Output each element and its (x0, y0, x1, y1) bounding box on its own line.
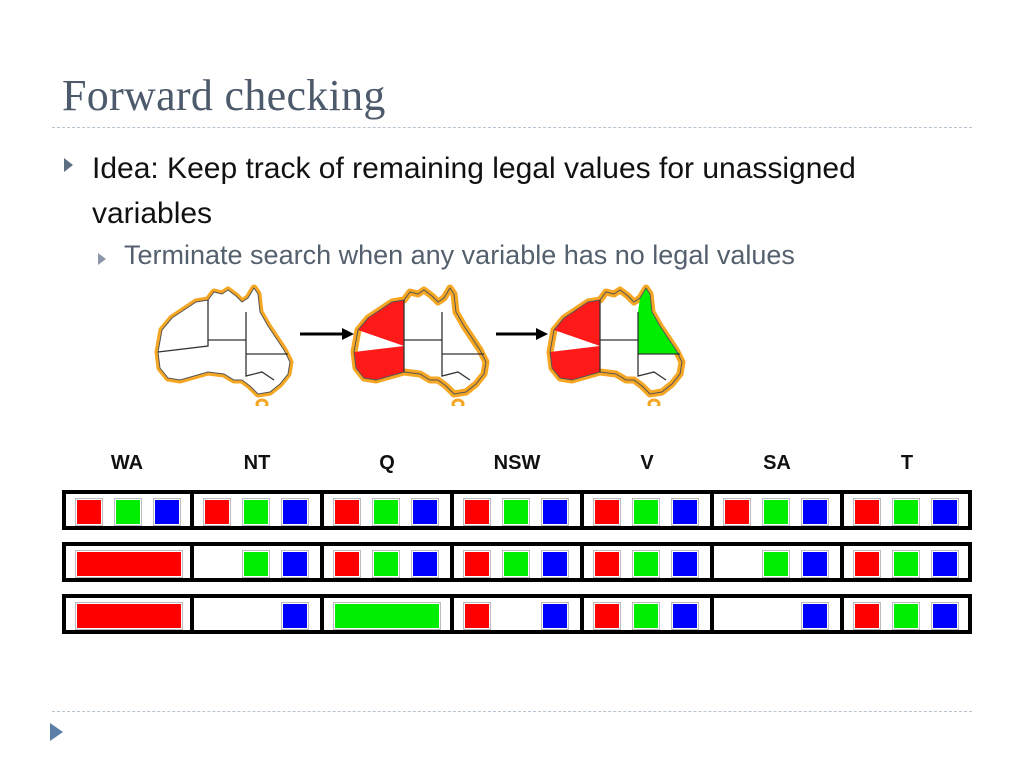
legal-value-blue (153, 498, 181, 526)
legal-value-blue (931, 498, 959, 526)
footer-divider (52, 711, 972, 712)
legal-value-blue (931, 602, 959, 630)
domain-cell-q (322, 490, 452, 530)
legal-value-green (242, 498, 270, 526)
legal-value-green (242, 550, 270, 578)
legal-value-blue (671, 602, 699, 630)
domain-cell-nt (192, 490, 322, 530)
column-header-q: Q (379, 452, 395, 474)
assigned-value-red (75, 550, 183, 578)
legal-value-green (762, 550, 790, 578)
domain-row-1 (62, 490, 972, 530)
legal-value-blue (671, 498, 699, 526)
legal-value-green (762, 498, 790, 526)
legal-value-red (463, 498, 491, 526)
legal-value-green (372, 550, 400, 578)
domain-cell-nsw (452, 542, 582, 582)
legal-value-blue (541, 498, 569, 526)
legal-value-blue (411, 550, 439, 578)
legal-value-green (372, 498, 400, 526)
sub-bullet-arrow-icon (98, 253, 106, 265)
legal-value-blue (931, 550, 959, 578)
legal-value-red (853, 550, 881, 578)
domain-cell-q (322, 594, 452, 634)
legal-value-blue (281, 602, 309, 630)
domain-cell-nt (192, 542, 322, 582)
legal-value-blue (541, 550, 569, 578)
legal-value-red (75, 498, 103, 526)
legal-value-green (892, 602, 920, 630)
domain-cell-sa (712, 594, 842, 634)
column-header-nsw: NSW (493, 452, 541, 474)
domain-cell-sa (712, 542, 842, 582)
legal-value-blue (411, 498, 439, 526)
map-3 (550, 288, 682, 406)
bullet-arrow-icon (64, 158, 73, 172)
legal-value-green (632, 498, 660, 526)
legal-value-blue (281, 498, 309, 526)
domain-row-2 (62, 542, 972, 582)
domain-cell-nt (192, 594, 322, 634)
assigned-value-green (333, 602, 441, 630)
legal-value-blue (801, 550, 829, 578)
legal-value-blue (281, 550, 309, 578)
domain-cell-wa (62, 542, 192, 582)
legal-value-red (593, 602, 621, 630)
legal-value-red (203, 498, 231, 526)
domain-cell-wa (62, 594, 192, 634)
map-1 (158, 288, 290, 406)
column-header-t: T (900, 452, 914, 474)
slide-title: Forward checking (62, 71, 386, 120)
domain-cell-v (582, 490, 712, 530)
legal-value-blue (801, 498, 829, 526)
legal-value-green (502, 550, 530, 578)
domain-cell-v (582, 594, 712, 634)
domain-cell-sa (712, 490, 842, 530)
legal-value-red (463, 550, 491, 578)
legal-value-blue (671, 550, 699, 578)
legal-value-red (593, 550, 621, 578)
domain-cell-nsw (452, 594, 582, 634)
domain-cell-v (582, 542, 712, 582)
title-divider (52, 127, 972, 128)
column-header-nt: NT (243, 452, 271, 474)
domain-cell-wa (62, 490, 192, 530)
domain-cell-q (322, 542, 452, 582)
assigned-value-red (75, 602, 183, 630)
legal-value-red (723, 498, 751, 526)
slide-nav-icon[interactable] (50, 723, 63, 741)
legal-value-green (114, 498, 142, 526)
legal-value-green (502, 498, 530, 526)
domain-cell-t (842, 594, 972, 634)
bullet-idea: Idea: Keep track of remaining legal valu… (92, 152, 856, 230)
column-header-v: V (640, 452, 654, 474)
domain-cell-t (842, 542, 972, 582)
map-sequence (150, 284, 710, 406)
legal-value-red (333, 550, 361, 578)
legal-value-green (892, 550, 920, 578)
legal-value-blue (801, 602, 829, 630)
domain-cell-t (842, 490, 972, 530)
legal-value-red (853, 602, 881, 630)
map-2 (354, 288, 486, 406)
domain-row-3 (62, 594, 972, 634)
column-header-wa: WA (110, 452, 144, 474)
legal-value-blue (541, 602, 569, 630)
domain-cell-nsw (452, 490, 582, 530)
legal-value-green (632, 550, 660, 578)
legal-value-red (593, 498, 621, 526)
bullet-terminate: Terminate search when any variable has n… (124, 240, 795, 270)
legal-value-red (333, 498, 361, 526)
column-header-sa: SA (763, 452, 791, 474)
legal-value-green (632, 602, 660, 630)
legal-value-red (853, 498, 881, 526)
legal-value-green (892, 498, 920, 526)
legal-value-red (463, 602, 491, 630)
